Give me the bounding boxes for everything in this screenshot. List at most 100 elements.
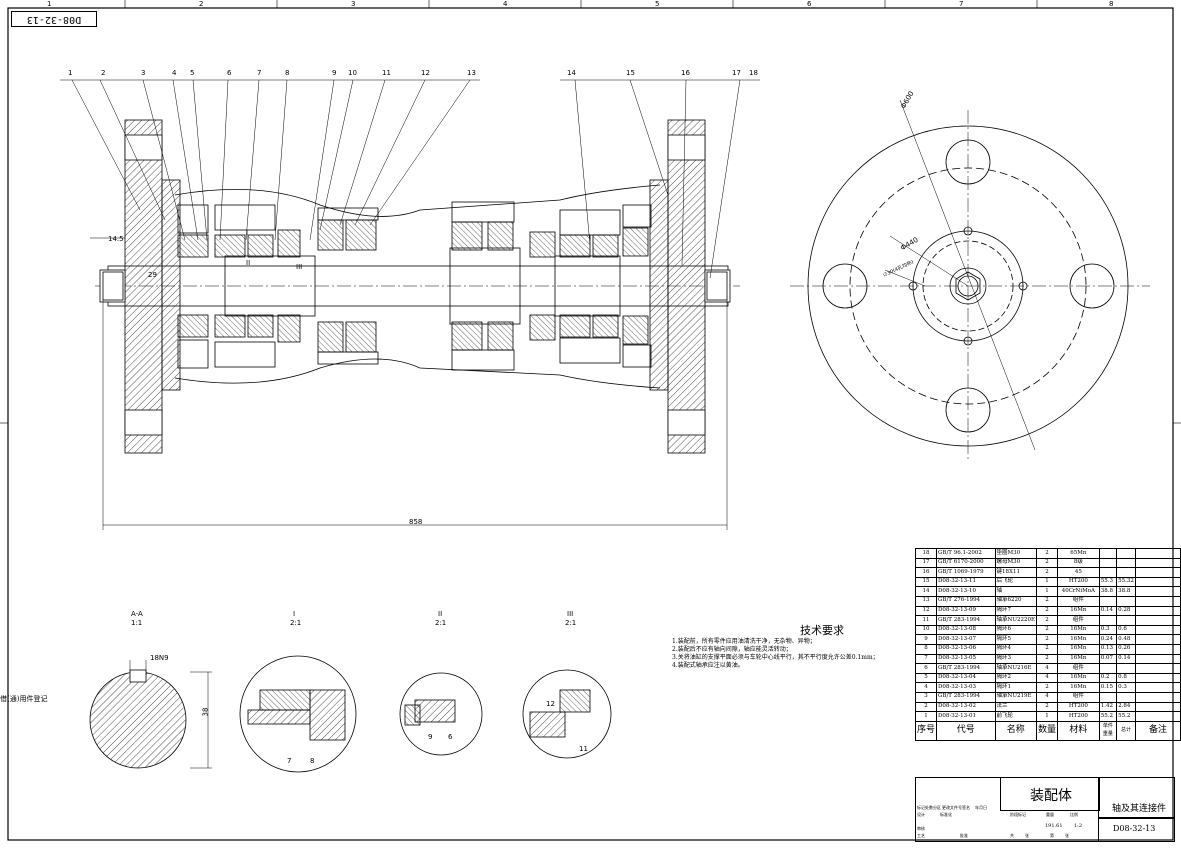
bom-cell bbox=[1134, 567, 1181, 578]
title-block-label: 重量 bbox=[1046, 812, 1054, 817]
bom-cell: HT200 bbox=[1057, 576, 1100, 588]
bom-cell: 16 bbox=[914, 567, 938, 578]
bom-cell: 2 bbox=[1036, 567, 1059, 578]
balloon: 2 bbox=[101, 69, 106, 77]
overall-length-dim: 858 bbox=[409, 518, 423, 526]
bom-cell: GB/T 283-1994 bbox=[936, 691, 996, 703]
bom-cell bbox=[1134, 557, 1181, 569]
bom-cell: 2 bbox=[1036, 615, 1059, 626]
bom-cell bbox=[1098, 567, 1118, 578]
bom-cell: 9 bbox=[914, 634, 938, 645]
bom-cell: 2 bbox=[1036, 548, 1059, 559]
title-block-label: 更改文件号 bbox=[942, 805, 962, 810]
bom-cell: 13 bbox=[914, 595, 938, 607]
balloon: 18 bbox=[749, 69, 758, 77]
bom-cell: 1.42 bbox=[1098, 701, 1118, 713]
bom-cell: 2 bbox=[1036, 653, 1059, 665]
bom-cell: GB/T 283-1994 bbox=[936, 663, 996, 674]
bom-cell: 4 bbox=[1036, 672, 1059, 684]
zone-label: 7 bbox=[959, 0, 964, 8]
bom-cell: D08-32-13-11 bbox=[936, 576, 996, 588]
part-name: 轴及其连接件 bbox=[1112, 804, 1167, 814]
bom-cell: 隔环1 bbox=[994, 682, 1038, 693]
bom-cell: 16Mn bbox=[1057, 634, 1100, 645]
shaft-step-dim: 29 bbox=[148, 271, 157, 279]
bom-cell: D08-32-13-01 bbox=[936, 711, 996, 722]
title-block-label: 张 bbox=[1065, 833, 1069, 838]
bom-cell: 1 bbox=[1036, 711, 1059, 722]
zone-label: 2 bbox=[199, 0, 204, 8]
bom-cell: HT200 bbox=[1057, 711, 1100, 722]
weight-value: 191.61 bbox=[1045, 823, 1063, 829]
bom-cell: 轴承NU216E bbox=[994, 663, 1038, 674]
bom-header-remark: 备注 bbox=[1134, 720, 1181, 741]
bom-cell: 4 bbox=[914, 682, 938, 693]
detail-dim: 9 bbox=[428, 733, 433, 741]
detail-dim: 7 bbox=[287, 757, 292, 765]
title-block-label: 阶段标记 bbox=[1010, 812, 1026, 817]
balloon: 10 bbox=[348, 69, 357, 77]
bom-cell: 组件 bbox=[1057, 595, 1100, 607]
technical-requirements-title: 技术要求 bbox=[800, 624, 844, 637]
bom-cell bbox=[1134, 586, 1181, 597]
bom-cell bbox=[1134, 548, 1181, 559]
detail-dim: 11 bbox=[579, 745, 588, 753]
bom-header-unit: 单件重量 bbox=[1098, 720, 1118, 741]
bom-header-seq: 序号 bbox=[914, 720, 938, 741]
bom-cell bbox=[1134, 576, 1181, 588]
detail-title: II bbox=[438, 610, 443, 618]
bom-cell: 55.32 bbox=[1116, 576, 1136, 588]
bom-cell bbox=[1134, 624, 1181, 636]
balloon: 6 bbox=[227, 69, 232, 77]
bom-cell: 2 bbox=[1036, 643, 1059, 655]
bom-cell: 隔环4 bbox=[994, 643, 1038, 655]
section-marker: III bbox=[296, 263, 303, 271]
bom-cell: 2 bbox=[914, 701, 938, 713]
title-block-label: 批准 bbox=[960, 833, 968, 838]
title-block-label: 设计 bbox=[917, 812, 925, 817]
bom-cell: 0.3 bbox=[1098, 624, 1118, 636]
balloon: 7 bbox=[257, 69, 262, 77]
bom-cell: 2 bbox=[1036, 595, 1059, 607]
bom-cell: 4 bbox=[1036, 663, 1059, 674]
bom-cell: 55.2 bbox=[1116, 711, 1136, 722]
bom-cell: 0.28 bbox=[1116, 605, 1136, 617]
bom-cell: 隔环6 bbox=[994, 624, 1038, 636]
bom-cell bbox=[1134, 653, 1181, 665]
technical-requirements: 技术要求 1.装配前，所有零件应用油清洗干净，无杂物、异物； 2.装配后不应有轴… bbox=[672, 624, 912, 670]
bom-cell bbox=[1098, 615, 1118, 626]
bom-cell: D08-32-13-10 bbox=[936, 586, 996, 597]
bom-cell: 轴 bbox=[994, 586, 1038, 597]
detail-dim: 6 bbox=[448, 733, 453, 741]
title-block-label: 共 bbox=[1010, 833, 1014, 838]
bom-cell: 38.8 bbox=[1098, 586, 1118, 597]
bom-cell: 16Mn bbox=[1057, 605, 1100, 617]
bom-cell bbox=[1134, 615, 1181, 626]
bom-cell: D08-32-13-09 bbox=[936, 605, 996, 617]
bom-cell: D08-32-13-04 bbox=[936, 672, 996, 684]
bom-cell: 4 bbox=[1036, 691, 1059, 703]
bom-cell bbox=[1116, 567, 1136, 578]
balloon: 15 bbox=[626, 69, 635, 77]
bom-cell: 0.48 bbox=[1116, 634, 1136, 645]
bom-cell: 12 bbox=[914, 605, 938, 617]
requirement-item: 3.关将油缸的支撑平面必须与车轮中心线平行，其不平行度允许公差0.1mm； bbox=[672, 654, 879, 661]
bom-cell: 6 bbox=[914, 663, 938, 674]
bom-cell bbox=[1134, 643, 1181, 655]
title-block-label: 审核 bbox=[917, 826, 925, 831]
bom-cell: D08-32-13-07 bbox=[936, 634, 996, 645]
detail-scale: 2:1 bbox=[565, 619, 577, 627]
bom-cell: 轴承NU2220E bbox=[994, 615, 1038, 626]
bom-cell: 2 bbox=[1036, 634, 1059, 645]
bom-cell bbox=[1116, 615, 1136, 626]
